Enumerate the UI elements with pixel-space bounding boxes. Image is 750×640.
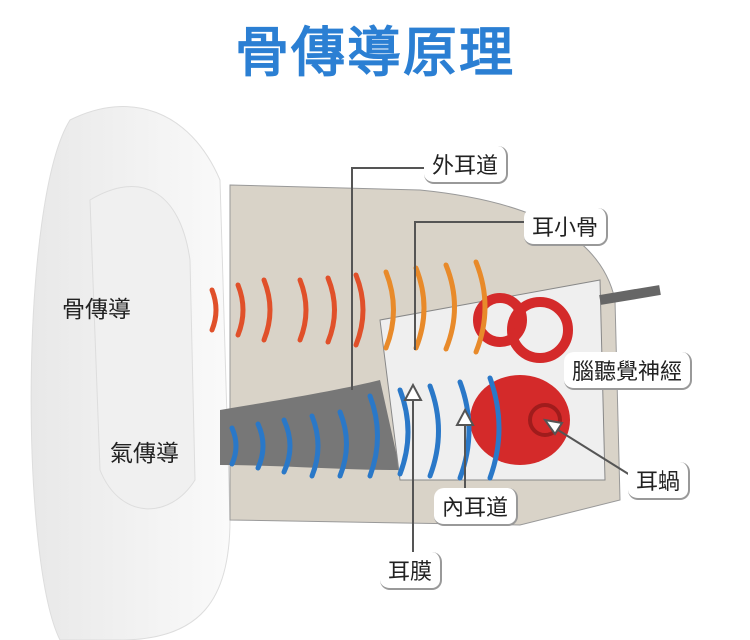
air-conduction-waves: [229, 375, 502, 481]
label-bone-conduction: 骨傳導: [62, 297, 131, 323]
label-inner-ear-canal: 內耳道: [434, 488, 519, 526]
ear-inner-fold: [89, 186, 196, 510]
label-eardrum: 耳膜: [380, 552, 443, 590]
bone-conduction-waves: [209, 259, 488, 355]
label-outer-ear-canal: 外耳道: [424, 146, 509, 184]
pointer-lines: [351, 167, 631, 555]
label-auditory-nerve: 腦聽覺神經: [564, 352, 693, 390]
nerve: [599, 285, 661, 305]
label-cochlea: 耳蝸: [628, 462, 691, 500]
label-ossicles: 耳小骨: [524, 208, 609, 246]
page-title: 骨傳導原理: [235, 21, 515, 84]
label-air-conduction: 氣傳導: [110, 441, 179, 467]
